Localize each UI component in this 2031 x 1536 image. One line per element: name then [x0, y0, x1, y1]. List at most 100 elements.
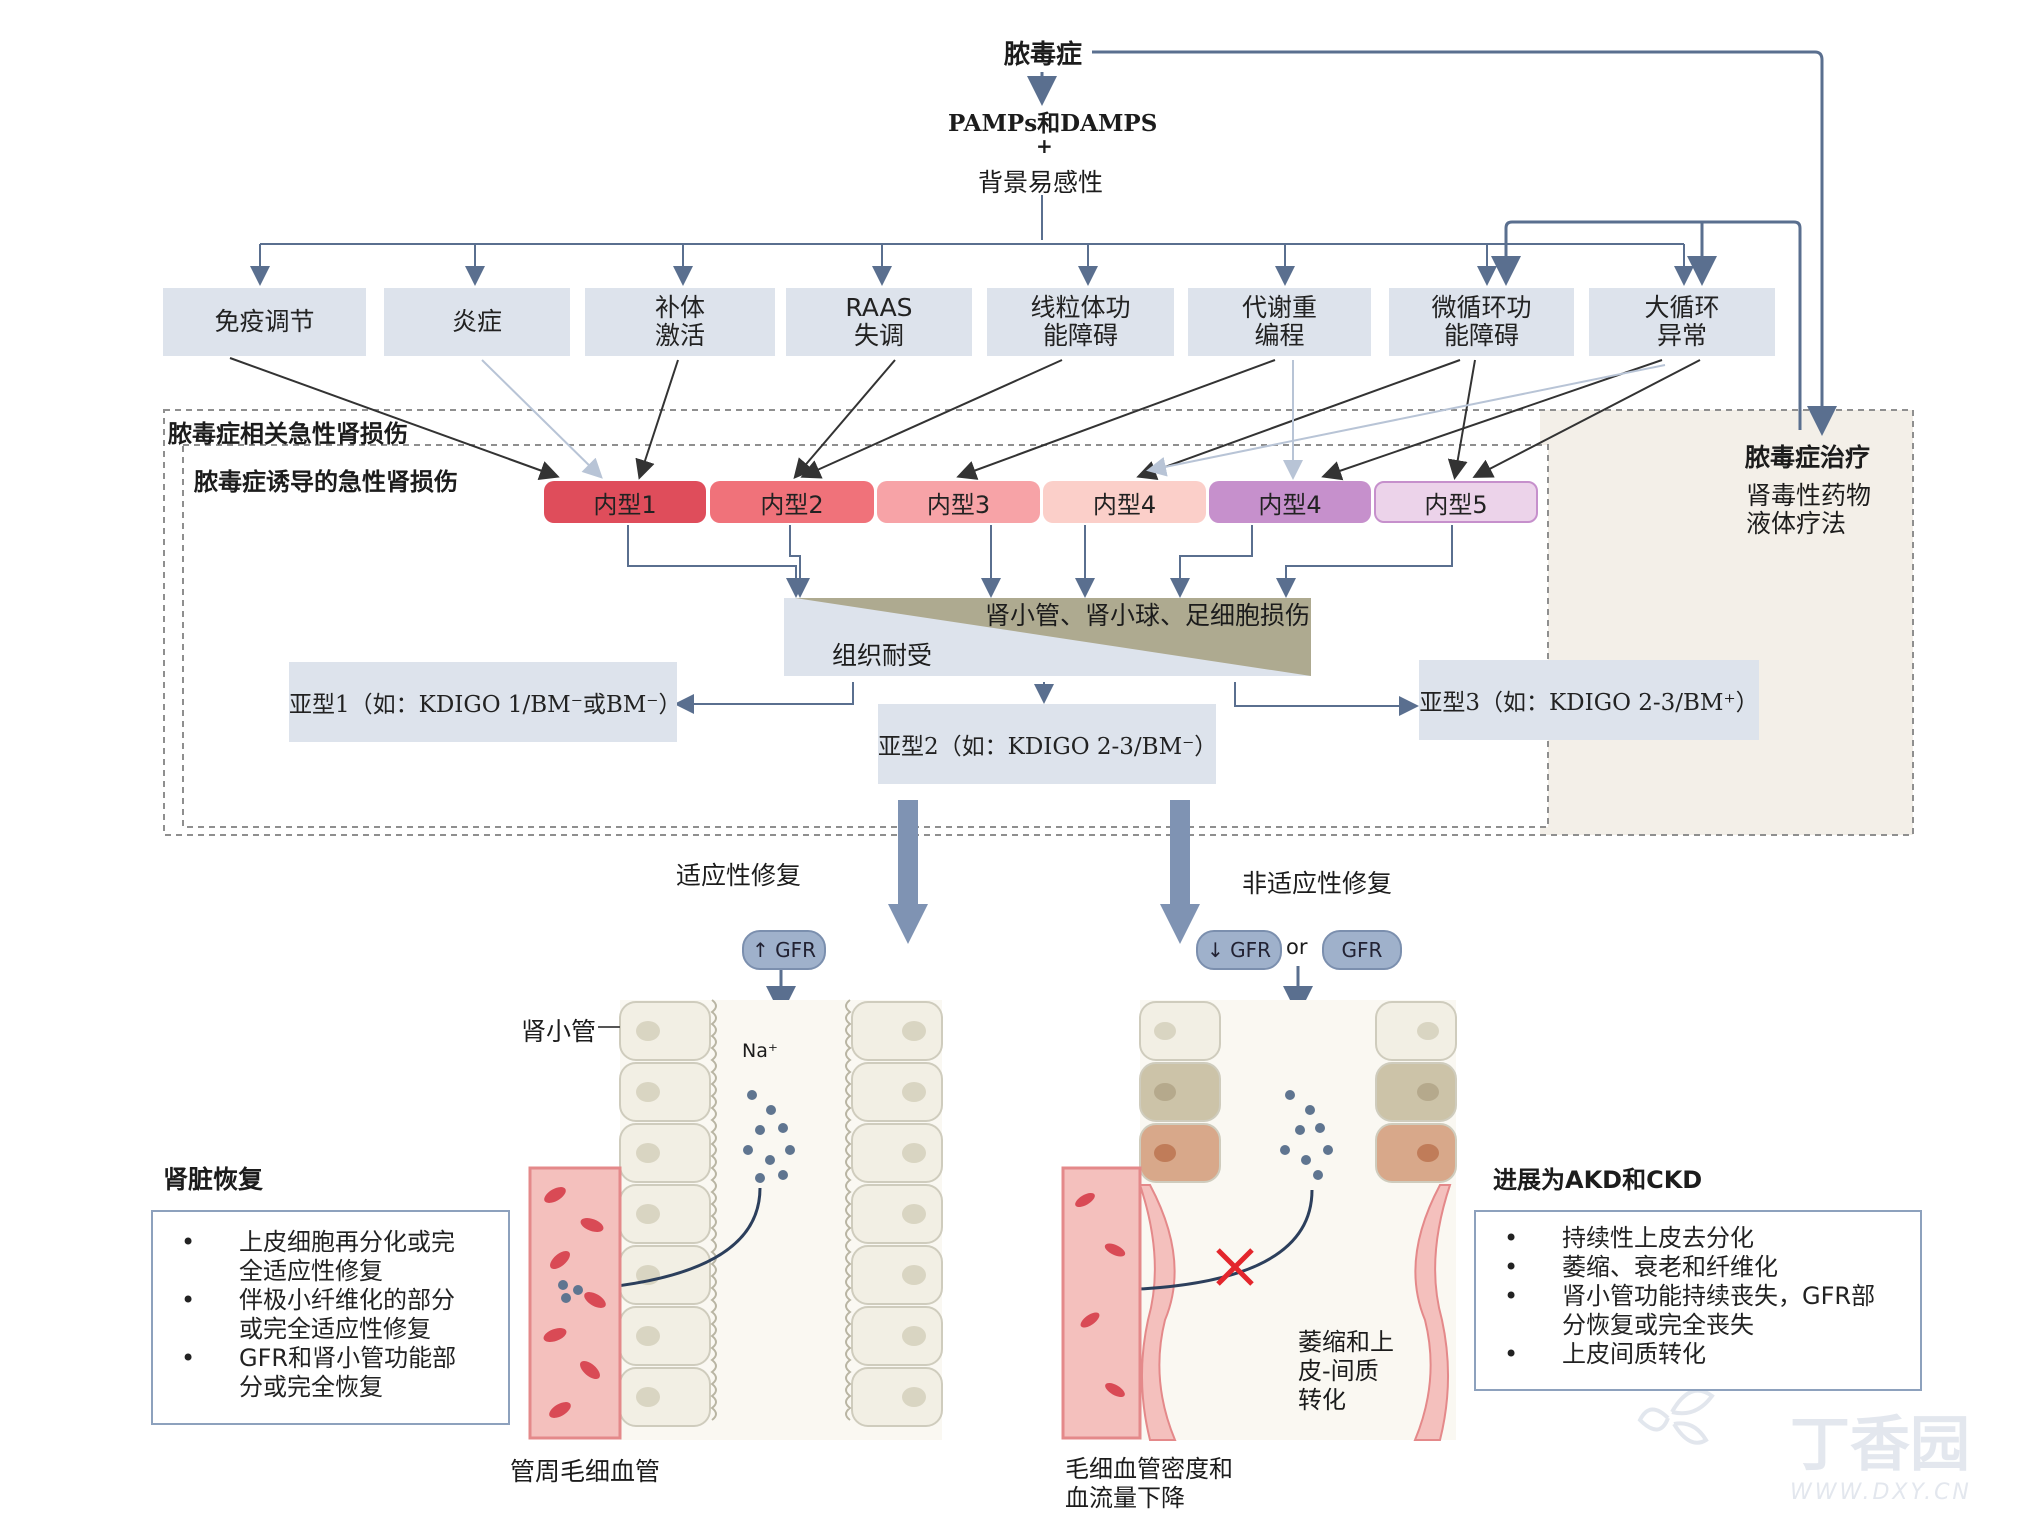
endotype-label: 内型1: [593, 490, 657, 519]
mechanism-mitochondria: 线粒体功 能障碍: [987, 288, 1174, 356]
tubule-label: 肾小管: [521, 1017, 597, 1046]
endotype-label: 内型4: [1258, 490, 1322, 519]
left-tubule-illustration: [528, 999, 943, 1440]
pamps-damps-label: PAMPs和DAMPS: [948, 110, 1158, 137]
treatment-line2: 液体疗法: [1746, 509, 1847, 538]
mechanism-line1: 微循环功: [1431, 293, 1532, 322]
watermark-logo-icon: [1637, 1388, 1715, 1445]
endotype-5: 内型5: [1374, 481, 1538, 523]
recovery-heading: 肾脏恢复: [163, 1165, 264, 1194]
bullet-dot-icon: •: [1504, 1224, 1519, 1252]
subtype-2: 亚型2（如：KDIGO 2-3/BM⁻）: [878, 704, 1217, 784]
mechanism-raas: RAAS 失调: [786, 288, 972, 356]
mechanism-line1: 代谢重: [1241, 293, 1317, 322]
injury-triangle: [795, 598, 1311, 676]
sepsis-label: 脓毒症: [1004, 40, 1083, 70]
bullet-dot-icon: •: [181, 1344, 196, 1372]
recovery-bullet: • 上皮细胞再分化或完 全适应性修复: [181, 1228, 501, 1286]
mechanism-line2: 异常: [1656, 321, 1707, 350]
subtype-3: 亚型3（如：KDIGO 2-3/BM⁺）: [1419, 660, 1759, 740]
emt-line: 萎缩和上: [1298, 1328, 1394, 1356]
progression-heading: 进展为AKD和CKD: [1493, 1166, 1703, 1194]
recovery-bullet: • 伴极小纤维化的部分 或完全适应性修复: [181, 1286, 501, 1344]
outer-box-bg: [1540, 410, 1913, 835]
mechanism-complement: 补体 激活: [585, 288, 775, 356]
bullet-dot-icon: •: [181, 1228, 196, 1256]
progression-bullet: • 持续性上皮去分化: [1504, 1224, 1904, 1253]
emt-line: 转化: [1298, 1386, 1346, 1414]
endotype-1: 内型1: [544, 481, 706, 523]
endotype-label: 内型2: [760, 490, 824, 519]
treatment-line1: 肾毒性药物: [1746, 481, 1872, 510]
endotype-label: 内型3: [926, 490, 991, 519]
mechanism-line1: RAAS: [845, 293, 913, 322]
recovery-panel: • 上皮细胞再分化或完 全适应性修复 • 伴极小纤维化的部分 或完全适应性修复 …: [151, 1210, 510, 1425]
gfr-lost-badge: GFR: [1322, 930, 1402, 970]
bullet-dot-icon: •: [1504, 1282, 1519, 1310]
gfr-decrease-badge: ↓ GFR: [1196, 930, 1282, 970]
bullet-dot-icon: •: [1504, 1340, 1519, 1368]
mechanism-line2: 失调: [853, 321, 904, 350]
progression-bullet: • 萎缩、衰老和纤维化: [1504, 1253, 1904, 1282]
mechanism-line1: 大循环: [1644, 293, 1720, 322]
mechanism-immune-regulation: 免疫调节: [163, 288, 366, 356]
bullet-line: 伴极小纤维化的部分: [239, 1286, 455, 1314]
endotype-3: 内型3: [877, 481, 1040, 523]
mechanism-line1: 线粒体功: [1030, 293, 1131, 322]
mechanism-line1: 免疫调节: [214, 307, 315, 336]
bullet-line: 萎缩、衰老和纤维化: [1562, 1253, 1778, 1281]
bullet-line: 持续性上皮去分化: [1562, 1224, 1754, 1252]
mechanism-line2: 激活: [654, 321, 705, 350]
mechanism-macrocirculation: 大循环 异常: [1589, 288, 1775, 356]
bullet-dot-icon: •: [1504, 1253, 1519, 1281]
mechanism-line2: 能障碍: [1042, 321, 1118, 350]
adaptive-repair-label: 适应性修复: [676, 861, 802, 890]
capillary-line: 毛细血管密度和: [1065, 1455, 1233, 1483]
emt-line: 皮-间质: [1298, 1357, 1379, 1385]
susceptibility-label: 背景易感性: [978, 168, 1104, 197]
mechanism-microcirculation: 微循环功 能障碍: [1389, 288, 1574, 356]
right-tubule-illustration: [1061, 1000, 1457, 1441]
blocked-cross-icon: [1216, 1248, 1254, 1286]
or-label: or: [1286, 935, 1308, 959]
mechanism-line1: 补体: [654, 293, 705, 322]
outer-box: [163, 409, 1914, 836]
mechanism-line2: 编程: [1254, 321, 1305, 350]
bullet-dot-icon: •: [181, 1286, 196, 1314]
bullet-line: 上皮间质转化: [1562, 1340, 1706, 1368]
subtype-1: 亚型1（如：KDIGO 1/BM⁻或BM⁻）: [289, 662, 681, 742]
capillary-density-label: 毛细血管密度和 血流量下降: [1065, 1455, 1233, 1513]
endotype-label: 内型5: [1424, 490, 1488, 519]
mechanism-inflammation: 炎症: [384, 288, 570, 356]
treatment-title: 脓毒症治疗: [1745, 443, 1871, 472]
mechanism-line1: 炎症: [451, 307, 502, 336]
bullet-line: 分恢复或完全丧失: [1562, 1311, 1754, 1339]
capillary-line: 血流量下降: [1065, 1484, 1185, 1512]
injury-label: 肾小管、肾小球、足细胞损伤: [985, 601, 1311, 630]
mechanism-metabolic: 代谢重 编程: [1188, 288, 1371, 356]
endotype-label: 内型4: [1092, 490, 1157, 519]
inner-box-title: 脓毒症诱导的急性肾损伤: [194, 468, 458, 496]
emt-label: 萎缩和上 皮-间质 转化: [1298, 1328, 1394, 1415]
recovery-bullet: • GFR和肾小管功能部 分或完全恢复: [181, 1344, 501, 1402]
watermark-brand: 丁香园: [1790, 1410, 1970, 1480]
bullet-line: 或完全适应性修复: [239, 1315, 431, 1343]
outer-box-title: 脓毒症相关急性肾损伤: [168, 420, 408, 448]
bullet-line: 分或完全恢复: [239, 1373, 383, 1401]
mechanism-line2: 能障碍: [1443, 321, 1519, 350]
bullet-line: GFR和肾小管功能部: [239, 1344, 457, 1372]
maladaptive-repair-label: 非适应性修复: [1242, 869, 1393, 898]
gfr-increase-badge: ↑ GFR: [742, 930, 826, 970]
bullet-line: 全适应性修复: [239, 1257, 383, 1285]
endotype-4a: 内型4: [1043, 481, 1206, 523]
progression-bullet: • 上皮间质转化: [1504, 1340, 1904, 1369]
bullet-line: 肾小管功能持续丧失，GFR部: [1562, 1282, 1876, 1310]
endotype-2: 内型2: [710, 481, 874, 523]
watermark-url: WWW.DXY.CN: [1790, 1480, 1972, 1505]
bullet-line: 上皮细胞再分化或完: [239, 1228, 455, 1256]
progression-bullet: • 肾小管功能持续丧失，GFR部 分恢复或完全丧失: [1504, 1282, 1904, 1340]
peritubular-capillary-label: 管周毛细血管: [510, 1457, 661, 1486]
endotype-4b: 内型4: [1209, 481, 1371, 523]
tolerance-label: 组织耐受: [832, 641, 933, 670]
plus-sign: +: [1036, 134, 1053, 158]
